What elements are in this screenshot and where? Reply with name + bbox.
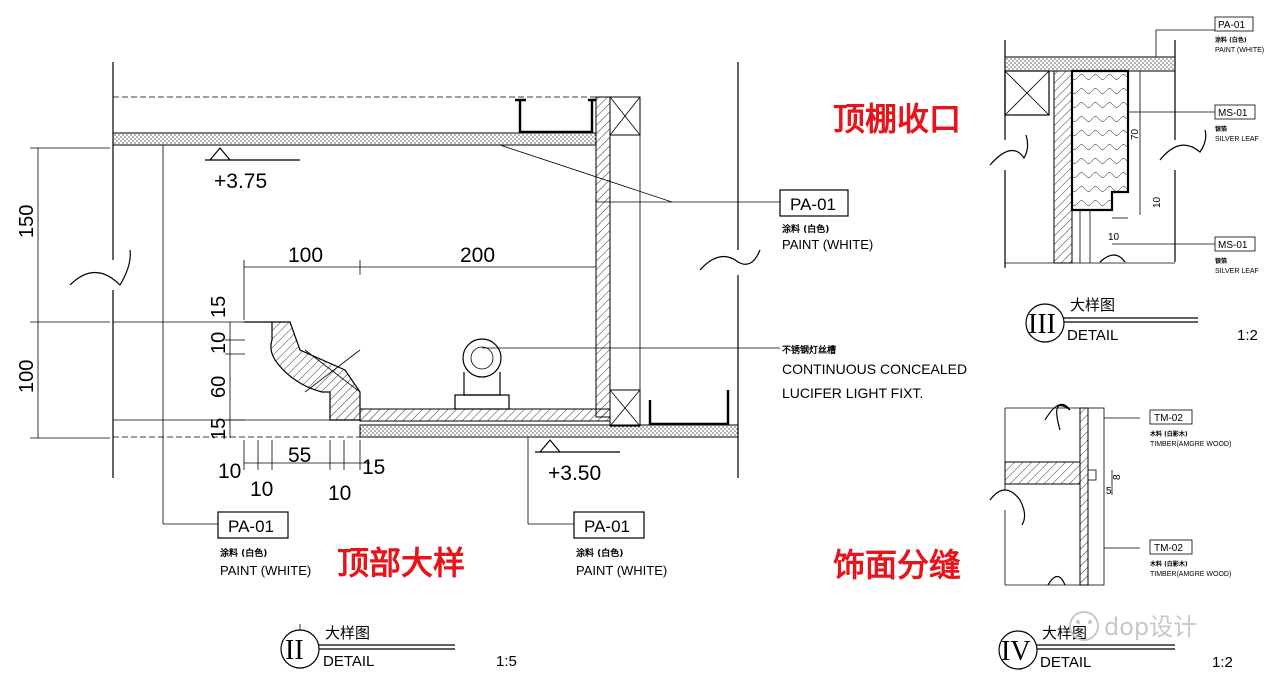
tag-box-pa01-left <box>217 511 289 539</box>
bubble-ii-title: 大样图 <box>325 624 370 642</box>
c-channel-lower <box>648 390 730 426</box>
tag-box-ms01-b <box>1214 236 1256 252</box>
bubble-iii-scale: 1:2 <box>1237 327 1258 344</box>
detail-bubble-ii <box>280 624 455 669</box>
dim-15-horizontal: 15 <box>362 456 385 479</box>
light-note-cn: 不锈钢灯丝槽 <box>782 344 836 356</box>
dim-60: 60 <box>208 376 230 398</box>
dim-55: 55 <box>288 444 311 467</box>
bubble-ii-number: II <box>285 635 304 666</box>
watermark-icon <box>1069 611 1099 641</box>
tag-ms01-b: MS-01 <box>1218 240 1248 251</box>
level-lower-label: +3.50 <box>548 462 601 485</box>
dim-100-horizontal: 100 <box>288 244 323 267</box>
tag-pa01-right-cn: 涂料 (白色) <box>782 223 829 235</box>
c-channel-upper <box>518 100 594 134</box>
tag-pa01-left-cn: 涂料 (白色) <box>220 547 267 559</box>
light-note-en1: CONTINUOUS CONCEALED <box>782 361 967 377</box>
detail-bubble-iii <box>1025 303 1198 343</box>
bubble-iii-title: 大样图 <box>1070 296 1115 314</box>
top-detail-drawing <box>30 62 780 525</box>
bubble-iii-sub: DETAIL <box>1067 327 1118 344</box>
tag-ms01-a: MS-01 <box>1218 108 1248 119</box>
tag-box-pa01-mid <box>573 511 645 539</box>
tag-tm02-a-cn: 木料 (白影木) <box>1149 430 1188 438</box>
break-mark-left <box>69 249 131 286</box>
tag-tm02-a: TM-02 <box>1154 413 1183 424</box>
tag-tm02-a-en: TIMBER(AMGRE WOOD) <box>1150 441 1231 448</box>
bubble-iii-number: III <box>1028 309 1056 340</box>
tag-pa01-mid-en: PAINT (WHITE) <box>576 563 667 578</box>
title-ceiling-edge: 顶棚收口 <box>833 100 961 138</box>
break-mark-right <box>699 249 761 271</box>
dim-10-bottom: 10 <box>1108 232 1120 243</box>
tag-ms01-b-en: SILVER LEAF <box>1215 268 1259 275</box>
level-upper-label: +3.75 <box>214 170 267 193</box>
bubble-iv-sub: DETAIL <box>1040 654 1091 671</box>
tag-tm02-b-en: TIMBER(AMGRE WOOD) <box>1150 571 1231 578</box>
tag-tm02-b: TM-02 <box>1154 543 1183 554</box>
dim-10-b: 10 <box>250 478 273 501</box>
bubble-iv-scale: 1:2 <box>1212 654 1233 671</box>
dim-70: 70 <box>1130 128 1141 140</box>
tag-pa01-iii: PA-01 <box>1218 20 1245 31</box>
tag-pa01-left: PA-01 <box>228 517 274 536</box>
tag-ms01-a-en: SILVER LEAF <box>1215 136 1259 143</box>
tag-pa01-right-en: PAINT (WHITE) <box>782 237 873 252</box>
watermark-text: dop设计 <box>1104 613 1197 641</box>
bubble-iv-number: IV <box>1001 636 1031 667</box>
dim-8: 8 <box>1112 474 1123 480</box>
tag-pa01-iii-en: PAINT (WHITE) <box>1215 47 1264 54</box>
tag-box-pa01-iii <box>1214 16 1254 32</box>
tag-box-tm02-b <box>1149 539 1193 555</box>
dim-10-c: 10 <box>328 482 351 505</box>
tag-tm02-b-cn: 木料 (白影木) <box>1149 560 1188 568</box>
dim-200: 200 <box>460 244 495 267</box>
tag-pa01-iii-cn: 涂料 (白色) <box>1215 36 1247 44</box>
title-top-detail: 顶部大样 <box>337 544 465 582</box>
tag-pa01-mid-cn: 涂料 (白色) <box>576 547 623 559</box>
dim-100-vertical: 100 <box>16 360 38 393</box>
detail-bubble-iv <box>998 630 1175 670</box>
tag-ms01-a-cn: 银箔 <box>1215 125 1227 133</box>
tag-pa01-left-en: PAINT (WHITE) <box>220 563 311 578</box>
bubble-ii-sub: DETAIL <box>323 653 374 670</box>
tag-box-tm02-a <box>1149 409 1193 425</box>
finish-joint-drawing <box>989 403 1140 586</box>
level-marker-upper <box>205 147 300 161</box>
dim-10-vertical: 10 <box>208 332 230 354</box>
cornice-molding <box>244 321 361 421</box>
ceiling-edge-drawing <box>989 29 1215 268</box>
tag-pa01-right: PA-01 <box>790 195 836 214</box>
tag-pa01-mid: PA-01 <box>584 517 630 536</box>
dim-15-bottom: 15 <box>208 418 230 440</box>
dim-150: 150 <box>16 205 38 238</box>
dim-10-a: 10 <box>218 460 241 483</box>
title-finish-joint: 饰面分缝 <box>833 546 961 584</box>
dim-5: 5 <box>1106 486 1112 497</box>
light-fixture-icon <box>454 338 510 410</box>
tag-ms01-b-cn: 银箔 <box>1215 257 1227 265</box>
tag-box-pa01-right <box>779 189 849 217</box>
bubble-ii-scale: 1:5 <box>496 653 517 670</box>
light-note-en2: LUCIFER LIGHT FIXT. <box>782 385 923 401</box>
level-marker-lower <box>535 439 620 453</box>
tag-box-ms01-a <box>1214 104 1256 120</box>
dim-15-top: 15 <box>208 296 230 318</box>
dim-10-right: 10 <box>1152 196 1163 208</box>
